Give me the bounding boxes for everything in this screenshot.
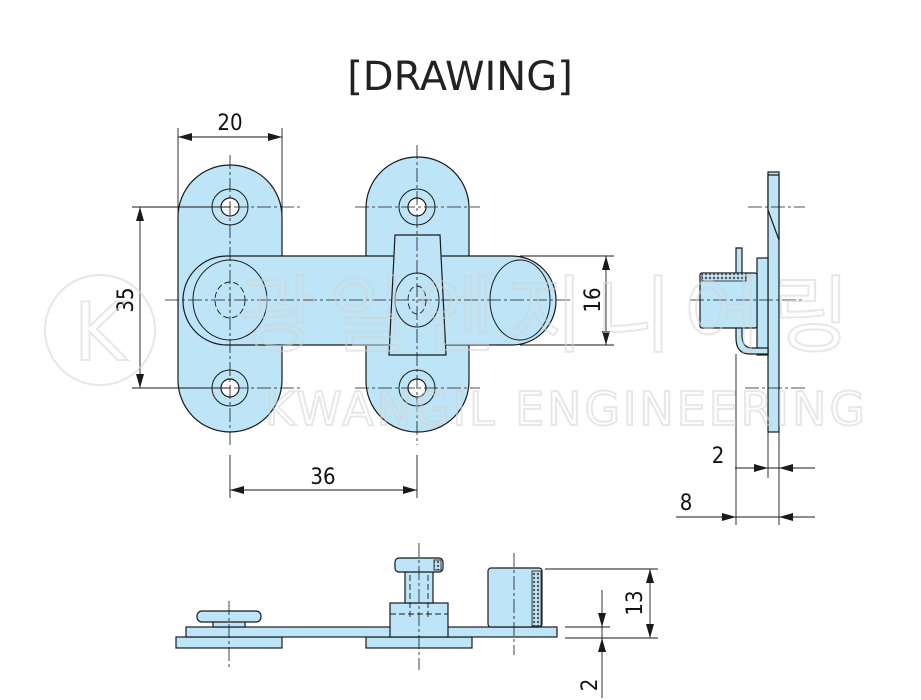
dimension-label: 20 xyxy=(217,111,242,136)
dimension-front-2: 2 xyxy=(565,590,610,698)
watermark: K 광일엔지니어링 KWANGIL ENGINEERING xyxy=(44,266,866,437)
dimension-20: 20 xyxy=(177,111,283,230)
dimension-label: 35 xyxy=(114,287,139,312)
top-view xyxy=(165,145,570,445)
front-view xyxy=(175,543,558,670)
side-view xyxy=(690,171,805,433)
dimension-16: 16 xyxy=(520,255,614,346)
dimension-label: 2 xyxy=(712,444,725,469)
watermark-logo xyxy=(44,274,156,386)
drawing-title: [DRAWING] xyxy=(347,54,573,100)
dimension-side-2: 2 xyxy=(712,432,815,525)
dimension-13: 13 xyxy=(545,568,658,639)
keeper-block xyxy=(388,234,447,356)
dimension-36: 36 xyxy=(229,455,418,498)
dimension-label: 8 xyxy=(680,491,693,516)
watermark-english: KWANGIL ENGINEERING xyxy=(265,382,865,436)
dimension-label: 16 xyxy=(581,287,606,312)
dimension-label: 36 xyxy=(310,465,335,490)
end-knob xyxy=(487,567,543,628)
dimension-35: 35 xyxy=(114,206,230,389)
watermark-korean: 광일엔지니어링 xyxy=(240,267,850,365)
dimension-label: 2 xyxy=(578,679,603,692)
dimension-label: 13 xyxy=(623,590,648,615)
watermark-logo-letter: K xyxy=(74,286,129,379)
side-bracket xyxy=(735,247,769,355)
front-bar xyxy=(185,626,558,638)
dimension-side-8: 8 xyxy=(676,354,815,525)
